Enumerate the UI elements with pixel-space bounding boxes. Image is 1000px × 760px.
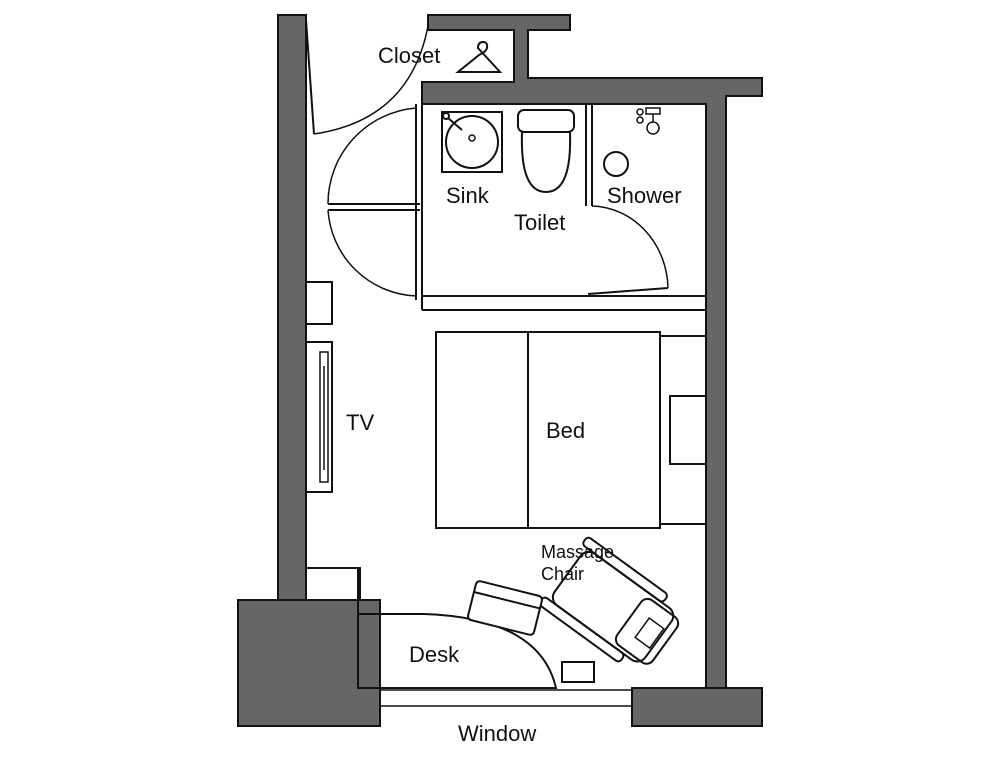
closet-area: Closet [305,19,503,135]
top-right-wall [421,14,763,689]
shower-label: Shower [607,183,682,208]
headboard [659,335,707,525]
shower-door-swing [591,205,669,289]
bathroom-door-swing-bottom [327,209,417,297]
closet-door-swing [313,25,429,135]
hanger-icon [455,40,503,73]
floor-box [561,661,595,683]
bathroom: Sink Toilet Shower [327,104,707,311]
closet-door [305,19,315,135]
bed-label: Bed [546,418,585,443]
bedroom: TV Bed Massage Chair Desk [305,281,707,689]
massage-chair-label-line1: Massage [541,542,614,562]
side-table [305,281,333,325]
desk [357,568,558,689]
bottom-right-wall-block [631,687,763,727]
desk-chair [467,580,543,636]
bedside-panel [669,395,707,465]
window [380,689,632,707]
bed [435,331,707,529]
window-label: Window [458,721,536,746]
sink-basin-icon [441,111,503,173]
bottom-left-wall-block [237,599,381,727]
shower-head-icon [603,107,661,177]
left-wall [277,14,307,601]
bathroom-door-swing-top [327,107,417,205]
closet-label: Closet [378,43,440,68]
massage-chair-label-line2: Chair [541,564,584,584]
tv-label: TV [346,410,374,435]
walls [237,14,763,727]
tv-unit [305,341,333,493]
toilet-label: Toilet [514,210,565,235]
stool [305,567,361,601]
desk-label: Desk [409,642,460,667]
sink-label: Sink [446,183,490,208]
toilet-icon [517,109,575,194]
